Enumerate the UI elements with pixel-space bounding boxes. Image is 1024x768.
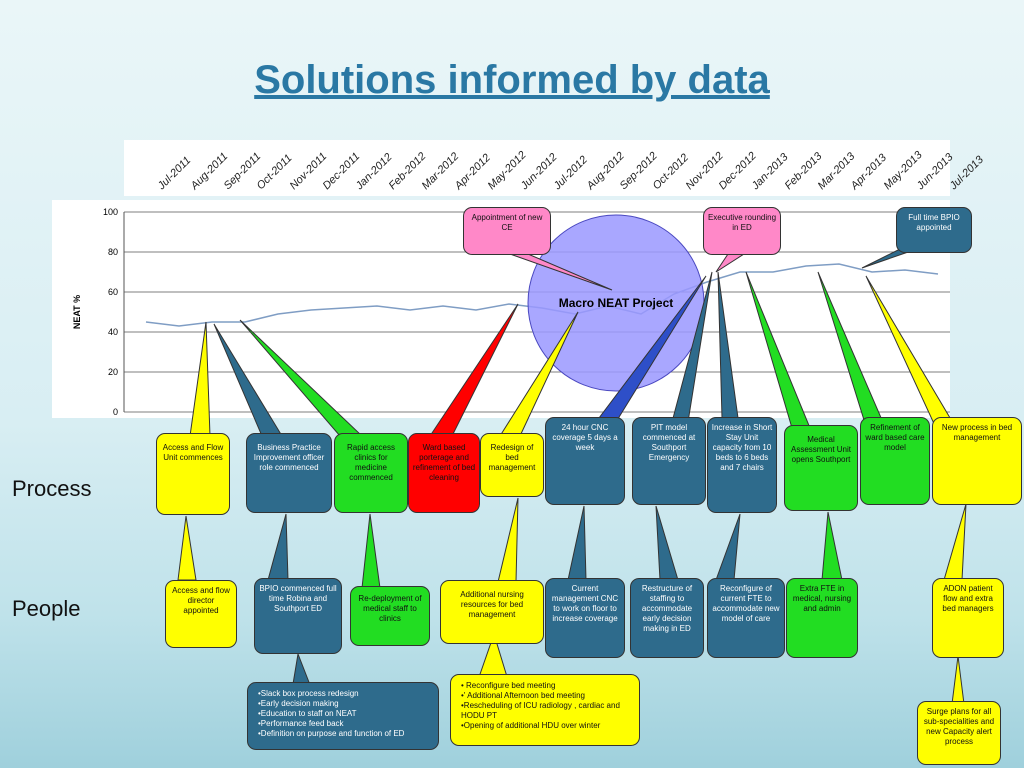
bed-management-detail-list: • Reconfigure bed meeting •' Additional … [450,674,640,746]
process-ward-porterage: Ward based porterage and refinement of b… [408,433,480,513]
process-bed-management-redesign: Redesign of bed management [480,433,544,497]
y-tick-label: 80 [108,247,118,257]
callout-exec-rounding: Executive rounding in ED [703,207,781,255]
people-fte-reconfigure: Reconfigure of current FTE to accommodat… [707,578,785,658]
people-cnc-floor-coverage: Current management CNC to work on floor … [545,578,625,658]
bed-detail-item: •' Additional Afternoon bed meeting [461,691,585,700]
people-extra-fte: Extra FTE in medical, nursing and admin [786,578,858,658]
bpio-detail-item: •Slack box process redesign [258,689,359,698]
pointer-q3 [361,513,381,589]
people-row-label: People [12,596,81,621]
pointer-q7 [715,513,741,581]
process-short-stay-unit: Increase in Short Stay Unit capacity fro… [707,417,777,513]
pointer-q8 [821,511,843,581]
people-bpio-fulltime: BPIO commenced full time Robina and Sout… [254,578,342,654]
bed-detail-item: • Reconfigure bed meeting [461,681,556,690]
process-new-bed-management: New process in bed management [932,417,1022,505]
y-tick-label: 40 [108,327,118,337]
pointer-q4 [497,497,519,583]
bpio-detail-item: •Performance feed back [258,719,344,728]
callout-new-ce: Appointment of new CE [463,207,551,255]
surge-plans-box: Surge plans for all sub-specialities and… [917,701,1001,765]
pointer-surge [951,655,965,705]
macro-project-label: Macro NEAT Project [559,296,673,310]
bpio-detail-list: •Slack box process redesign •Early decis… [247,682,439,750]
people-medical-redeployment: Re-deployment of medical staff to clinic… [350,586,430,646]
process-bpio-role: Business Practice Improvement officer ro… [246,433,332,513]
bed-detail-item: •Rescheduling of ICU radiology , cardiac… [461,701,620,720]
callout-bpio-fulltime: Full time BPIO appointed [896,207,972,253]
bpio-detail-item: •Early decision making [258,699,339,708]
process-medical-assessment-unit: Medical Assessment Unit opens Southport [784,425,858,511]
pointer-q2 [267,513,289,581]
process-access-flow-unit: Access and Flow Unit commences [156,433,230,515]
people-access-flow-director: Access and flow director appointed [165,580,237,648]
process-pit-model: PIT model commenced at Southport Emergen… [632,417,706,505]
pointer-q6 [655,505,679,581]
process-row-label: Process [12,476,92,501]
y-tick-labels: 0 20 40 60 80 100 [103,207,118,417]
process-cnc-coverage: 24 hour CNC coverage 5 days a week [545,417,625,505]
y-tick-label: 20 [108,367,118,377]
process-rapid-access-clinics: Rapid access clinics for medicine commen… [334,433,408,513]
bed-detail-item: •Opening of additional HDU over winter [461,721,601,730]
people-nursing-resources: Additional nursing resources for bed man… [440,580,544,644]
pointer-q5 [567,505,587,581]
pointer-q9 [943,503,967,581]
y-tick-label: 100 [103,207,118,217]
process-ward-care-model: Refinement of ward based care model [860,417,930,505]
y-axis-label: NEAT % [72,295,82,329]
y-tick-label: 60 [108,287,118,297]
people-staffing-restructure: Restructure of staffing to accommodate e… [630,578,704,658]
page-title: Solutions informed by data [254,58,770,102]
bpio-detail-item: •Definition on purpose and function of E… [258,729,405,738]
pointer-q1 [177,515,197,581]
y-tick-label: 0 [113,407,118,417]
month-header-panel [124,140,950,196]
bpio-detail-item: •Education to staff on NEAT [258,709,357,718]
people-adon-bed-managers: ADON patient flow and extra bed managers [932,578,1004,658]
